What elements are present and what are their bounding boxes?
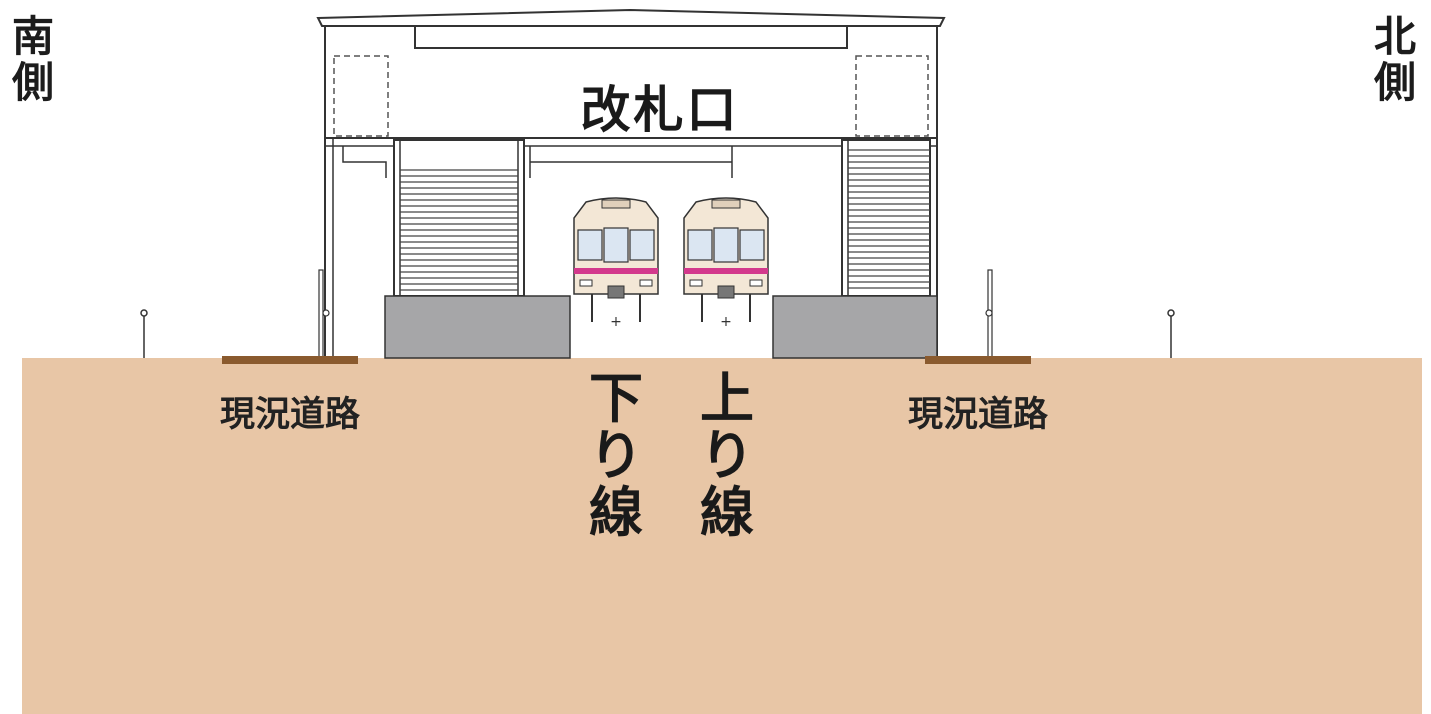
fence-post-right [985, 269, 993, 359]
ground-section [22, 358, 1422, 714]
svg-text:+: + [610, 314, 622, 330]
street-pole-left [140, 309, 148, 358]
platform-right [772, 295, 938, 359]
existing-road-right [925, 356, 1031, 364]
window-right [855, 55, 929, 137]
north-side-label: 北側 [1370, 14, 1420, 106]
train-down-line: + [573, 197, 659, 330]
south-side-label: 南側 [8, 14, 58, 106]
south-side-text: 南側 [11, 12, 54, 107]
roof-skylight [414, 25, 848, 49]
ticket-gate-label: 改札口 [580, 81, 740, 139]
stairs-right [841, 139, 931, 297]
down-line-text: 下り線 [589, 367, 643, 544]
svg-text:+: + [720, 314, 732, 330]
down-line-label: 下り線 [586, 370, 646, 541]
platform-left [384, 295, 571, 359]
existing-road-right-label: 現況道路 [908, 395, 1049, 435]
station-roof [316, 8, 946, 27]
existing-road-left [222, 356, 358, 364]
north-side-text: 北側 [1373, 12, 1416, 107]
existing-road-left-label: 現況道路 [220, 395, 361, 435]
up-line-text: 上り線 [700, 367, 754, 544]
street-pole-right [1167, 309, 1175, 358]
window-left [333, 55, 389, 137]
stairs-left [393, 139, 525, 297]
train-up-line: + [683, 197, 769, 330]
up-line-label: 上り線 [697, 370, 757, 541]
